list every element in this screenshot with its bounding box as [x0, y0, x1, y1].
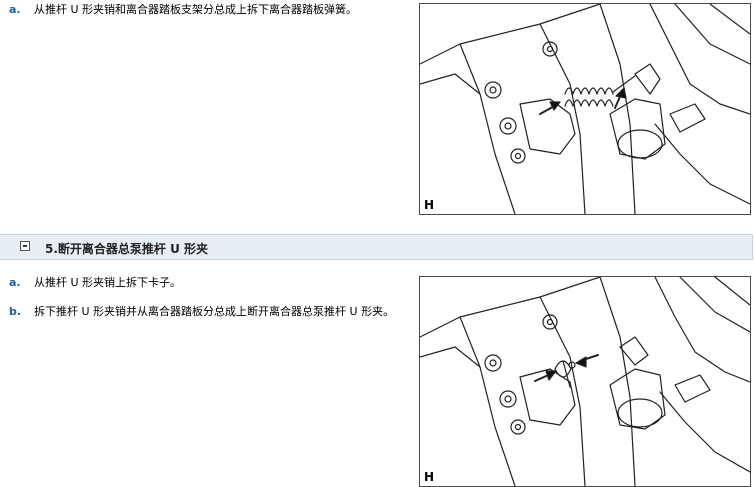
figure-code: H	[424, 198, 435, 212]
instruction-block-spring: a. 从推杆 U 形夹销和离合器踏板支架分总成上拆下离合器踏板弹簧。	[0, 0, 755, 232]
illustration-disconnect-clevis: H	[419, 276, 751, 487]
step-text: 从推杆 U 形夹销上拆下卡子。	[34, 276, 182, 289]
step-text: 拆下推杆 U 形夹销并从离合器踏板分总成上断开离合器总泵推杆 U 形夹。	[34, 305, 395, 318]
collapse-minus-icon[interactable]	[20, 241, 30, 251]
pedal-spring-drawing	[420, 4, 750, 214]
step-letter: a.	[9, 3, 21, 16]
pedal-clevis-drawing	[420, 277, 750, 486]
step-text: 从推杆 U 形夹销和离合器踏板支架分总成上拆下离合器踏板弹簧。	[34, 3, 358, 16]
step-letter: b.	[9, 305, 22, 318]
section-title: 5.断开离合器总泵推杆 U 形夹	[45, 242, 209, 256]
illustration-remove-spring: H	[419, 3, 751, 215]
section-header-disconnect-clevis[interactable]: 5.断开离合器总泵推杆 U 形夹	[0, 234, 753, 260]
figure-code: H	[424, 470, 435, 484]
instruction-block-clevis: a. 从推杆 U 形夹销上拆下卡子。 b. 拆下推杆 U 形夹销并从离合器踏板分…	[0, 262, 755, 487]
step-letter: a.	[9, 276, 21, 289]
